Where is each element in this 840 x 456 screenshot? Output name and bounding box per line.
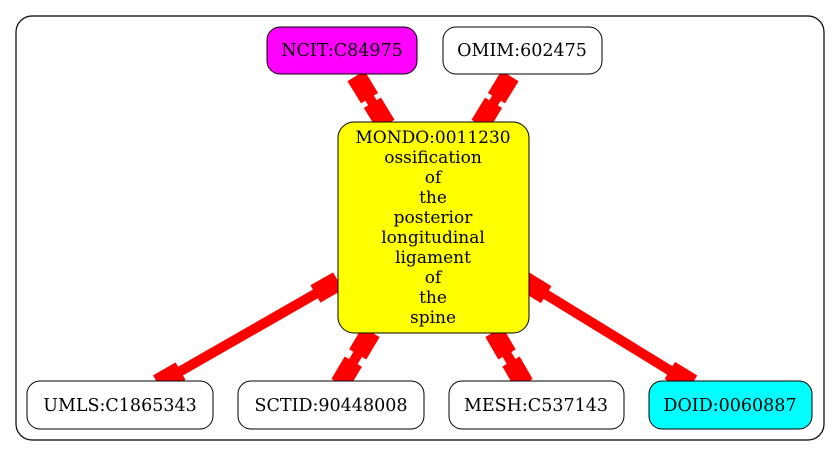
node-umls[interactable]: UMLS:C1865343 xyxy=(26,380,214,430)
node-umls-label: UMLS:C1865343 xyxy=(43,396,197,416)
center-label-line: the xyxy=(419,188,447,208)
node-mesh-label: MESH:C537143 xyxy=(464,396,608,416)
node-omim-box xyxy=(442,26,603,75)
center-label-line: longitudinal xyxy=(381,228,485,248)
node-doid[interactable]: DOID:0060887 xyxy=(648,380,813,430)
node-ncit[interactable]: NCIT:C84975 xyxy=(266,26,418,75)
center-label-line: of xyxy=(425,268,443,288)
node-center[interactable]: MONDO:0011230 ossification of the poster… xyxy=(337,121,530,334)
node-ncit-label: NCIT:C84975 xyxy=(281,41,403,61)
node-mesh-box xyxy=(448,380,625,430)
node-center-box xyxy=(337,121,530,334)
center-label-line: ossification xyxy=(384,148,482,168)
center-label-line: posterior xyxy=(394,208,474,228)
edge-sctid-start-cap xyxy=(349,326,380,360)
node-doid-box xyxy=(648,380,813,430)
center-label-line: ligament xyxy=(395,248,471,268)
node-sctid-label: SCTID:90448008 xyxy=(255,396,408,416)
node-sctid[interactable]: SCTID:90448008 xyxy=(237,380,425,430)
edges xyxy=(153,70,698,393)
edge-umls-start-cap xyxy=(310,272,343,303)
node-doid-label: DOID:0060887 xyxy=(663,396,796,416)
edge-umls xyxy=(155,276,341,389)
node-omim-label: OMIM:602475 xyxy=(457,41,587,61)
center-label-line: the xyxy=(419,288,447,308)
node-sctid-box xyxy=(237,380,425,430)
edge-ncit-start-cap xyxy=(347,70,379,104)
node-ncit-box xyxy=(266,26,418,75)
node-omim[interactable]: OMIM:602475 xyxy=(442,26,603,75)
edge-mesh-start-cap xyxy=(485,327,516,360)
node-umls-box xyxy=(26,380,214,430)
edge-omim-start-cap xyxy=(487,70,519,104)
edge-doid xyxy=(521,276,695,389)
center-label-line: of xyxy=(425,168,443,188)
node-mesh[interactable]: MESH:C537143 xyxy=(448,380,625,430)
center-label-line: spine xyxy=(410,308,456,328)
node-center-id: MONDO:0011230 xyxy=(355,128,510,148)
